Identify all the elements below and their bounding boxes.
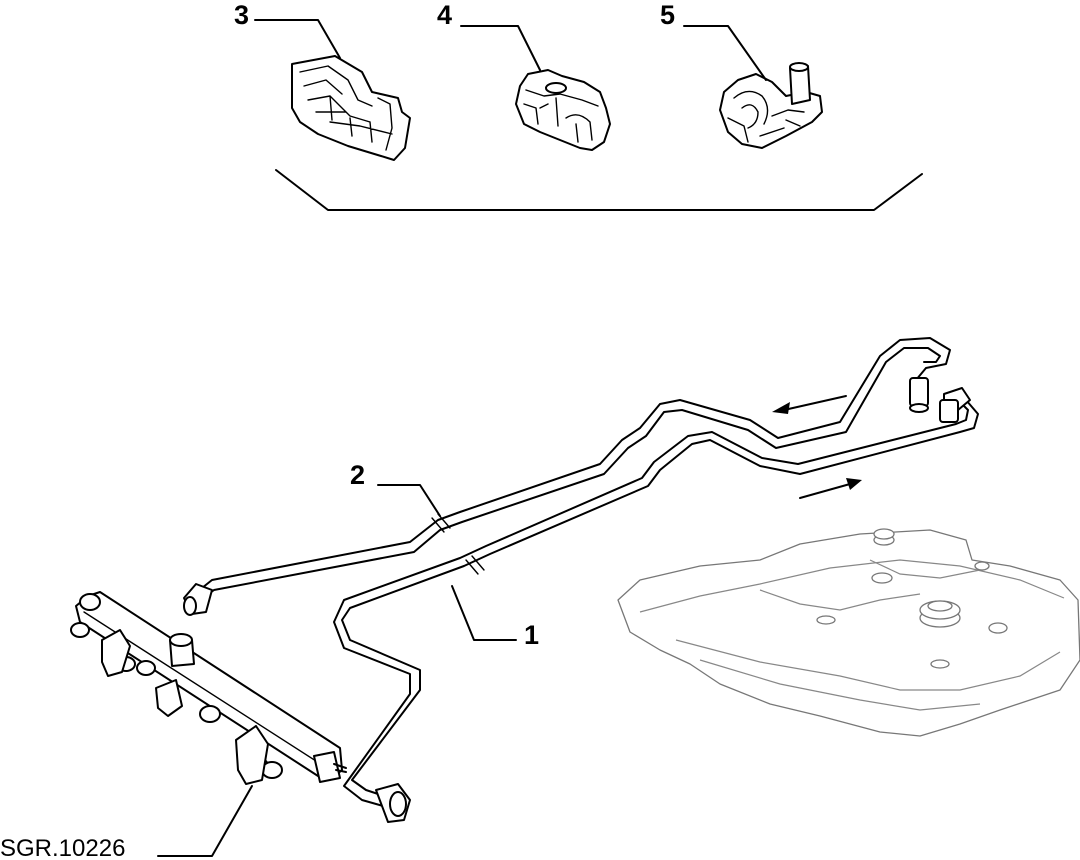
callout-label: 5 — [660, 0, 675, 30]
reference-code: SGR.10226 — [0, 785, 253, 860]
callout-label: 3 — [234, 0, 249, 30]
fuel-return-pipe-1[interactable]: 1 — [333, 387, 979, 823]
flow-arrow-icon — [772, 395, 862, 499]
pipe-clip-3[interactable]: 3 — [234, 0, 411, 161]
fuel-tank-icon — [617, 528, 1080, 737]
fuel-feed-pipe-2[interactable]: 2 — [183, 337, 951, 616]
callout-label: 2 — [350, 460, 365, 490]
fuel-rail-icon — [70, 591, 347, 785]
pipe-bracket-clip-5[interactable]: 5 — [660, 0, 823, 149]
reference-code-label: SGR.10226 — [0, 835, 125, 860]
group-bracket — [275, 169, 923, 211]
callout-label: 1 — [524, 620, 539, 650]
pipe-retaining-clip-4[interactable]: 4 — [437, 0, 611, 151]
callout-label: 4 — [437, 0, 452, 30]
